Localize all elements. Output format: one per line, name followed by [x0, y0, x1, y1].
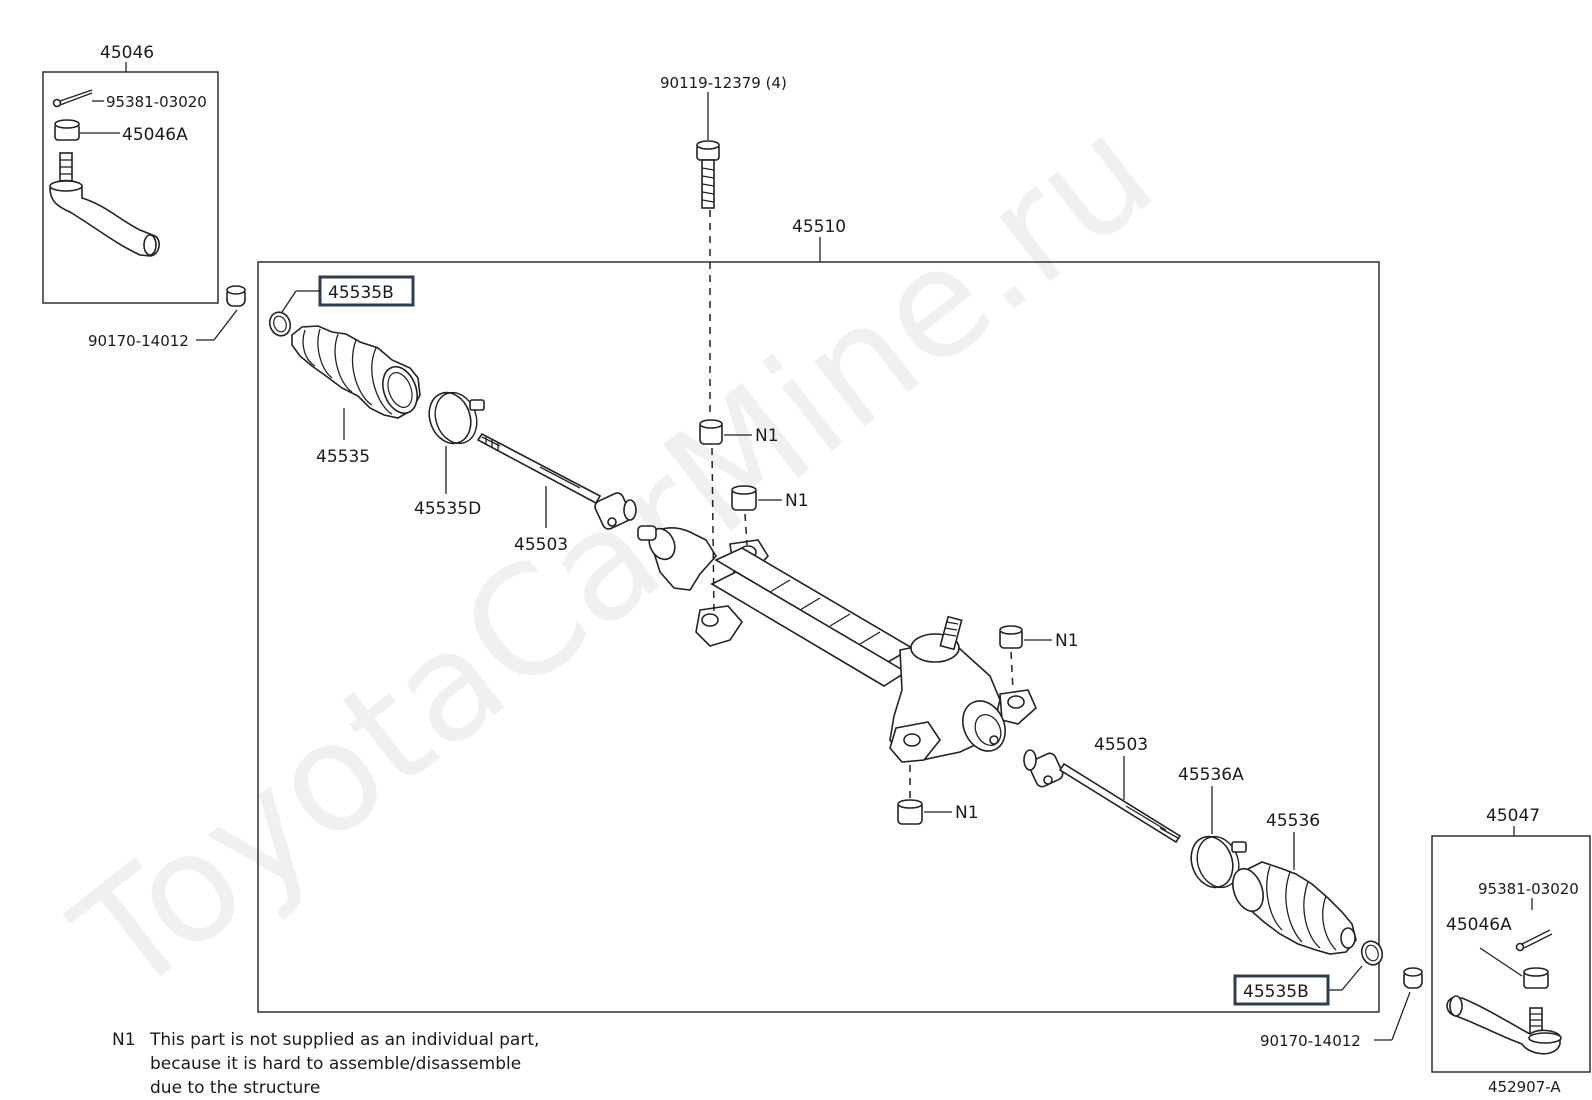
- clip-top-group: 45535B: [268, 275, 415, 337]
- label-45535B-top[interactable]: 45535B: [328, 283, 394, 303]
- label-45046A-rh[interactable]: 45046A: [1446, 915, 1512, 935]
- label-n1-b[interactable]: N1: [785, 491, 809, 511]
- tie-rod-lh-icon: [476, 432, 637, 530]
- label-45503-rh[interactable]: 45503: [1094, 735, 1148, 755]
- label-90170-14012-lh[interactable]: 90170-14012: [88, 332, 189, 350]
- clip-bottom-highlight: [1233, 974, 1330, 1006]
- clamp-rh-icon: [1190, 835, 1247, 889]
- diagram-code: 452907-A: [1488, 1078, 1561, 1096]
- boot-lh-icon: [291, 325, 421, 419]
- label-45535D[interactable]: 45535D: [414, 499, 481, 519]
- cotter-pin-rh-icon: [1515, 929, 1553, 952]
- bushing-n1-a-group: N1: [699, 419, 779, 446]
- gear-housing-icon: [637, 525, 1037, 763]
- label-45536A[interactable]: 45536A: [1178, 765, 1244, 785]
- tie-rod-end-lh-icon: [49, 152, 160, 257]
- clamp-lh-icon: [428, 391, 485, 445]
- label-45535[interactable]: 45535: [316, 447, 370, 467]
- gear-assembly-box: [257, 261, 1380, 1013]
- clip-bottom-icon: [1360, 940, 1384, 966]
- label-90119-12379[interactable]: 90119-12379 (4): [660, 74, 787, 92]
- tie-rod-rh-icon: [1023, 749, 1182, 844]
- tie-rod-end-rh-group: 45047 95381-03020 45046A: [1431, 806, 1591, 1073]
- bushing-n1-a-icon: [699, 419, 723, 445]
- label-n1-d[interactable]: N1: [955, 803, 979, 823]
- bolt-icon: [696, 140, 720, 209]
- boot-rh-icon: [1232, 861, 1357, 955]
- label-45536[interactable]: 45536: [1266, 811, 1320, 831]
- footnote-code: N1: [112, 1030, 136, 1050]
- tie-rod-end-lh-group: 45046 95381-03020 45046A: [42, 43, 219, 304]
- cotter-pin-lh-icon: [52, 89, 93, 108]
- bushing-n1-d-icon: [897, 799, 923, 825]
- castle-nut-lh-icon: [54, 119, 80, 141]
- lock-nut-rh-group: 90170-14012: [1260, 967, 1423, 1050]
- lock-nut-lh-group: 90170-14012: [88, 285, 246, 350]
- tie-rod-end-rh-box: [1431, 835, 1591, 1073]
- bushing-n1-c-icon: [999, 625, 1023, 649]
- tie-rod-end-lh-box: [42, 71, 219, 304]
- clamp-rh-group: 45536A: [1178, 765, 1247, 889]
- label-n1-a[interactable]: N1: [755, 426, 779, 446]
- footnote-line-3: due to the structure: [150, 1078, 321, 1098]
- footnote-line-2: because it is hard to assemble/disassemb…: [150, 1054, 522, 1074]
- lock-nut-lh-icon: [226, 285, 246, 307]
- footnote: N1 This part is not supplied as an indivi…: [112, 1028, 539, 1100]
- label-45047[interactable]: 45047: [1486, 806, 1540, 826]
- label-45046[interactable]: 45046: [100, 43, 154, 63]
- label-45503-lh[interactable]: 45503: [514, 535, 568, 555]
- bushing-n1-b-icon: [731, 485, 757, 511]
- tie-rod-end-rh-icon: [1446, 995, 1562, 1055]
- footnote-line-1: This part is not supplied as an individu…: [150, 1030, 540, 1050]
- bushing-n1-b-group: N1: [731, 485, 809, 511]
- boot-lh-group: 45535: [291, 325, 421, 467]
- clip-top-icon: [268, 311, 292, 337]
- label-90170-14012-rh[interactable]: 90170-14012: [1260, 1032, 1361, 1050]
- gear-assembly-group: 45510: [257, 217, 1380, 1013]
- label-45535B-bottom[interactable]: 45535B: [1243, 982, 1309, 1002]
- tie-rod-lh-group: 45503: [476, 432, 637, 555]
- label-45046A-lh[interactable]: 45046A: [122, 125, 188, 145]
- label-95381-03020-rh[interactable]: 95381-03020: [1478, 880, 1579, 898]
- bushing-n1-c-group: N1: [999, 625, 1079, 651]
- tie-rod-rh-group: 45503: [1023, 735, 1182, 844]
- bushing-n1-d-group: N1: [897, 799, 979, 825]
- label-n1-c[interactable]: N1: [1055, 631, 1079, 651]
- clip-bottom-group: 45535B: [1233, 940, 1384, 1006]
- label-95381-03020-lh[interactable]: 95381-03020: [106, 93, 207, 111]
- watermark: ToyotaCarMine.ru: [44, 84, 1185, 1028]
- label-45510[interactable]: 45510: [792, 217, 846, 237]
- clamp-lh-group: 45535D: [414, 391, 485, 519]
- lock-nut-rh-icon: [1403, 967, 1423, 989]
- bolt-group: 90119-12379 (4): [660, 74, 787, 415]
- castle-nut-rh-icon: [1523, 967, 1549, 989]
- boot-rh-group: 45536: [1232, 811, 1357, 955]
